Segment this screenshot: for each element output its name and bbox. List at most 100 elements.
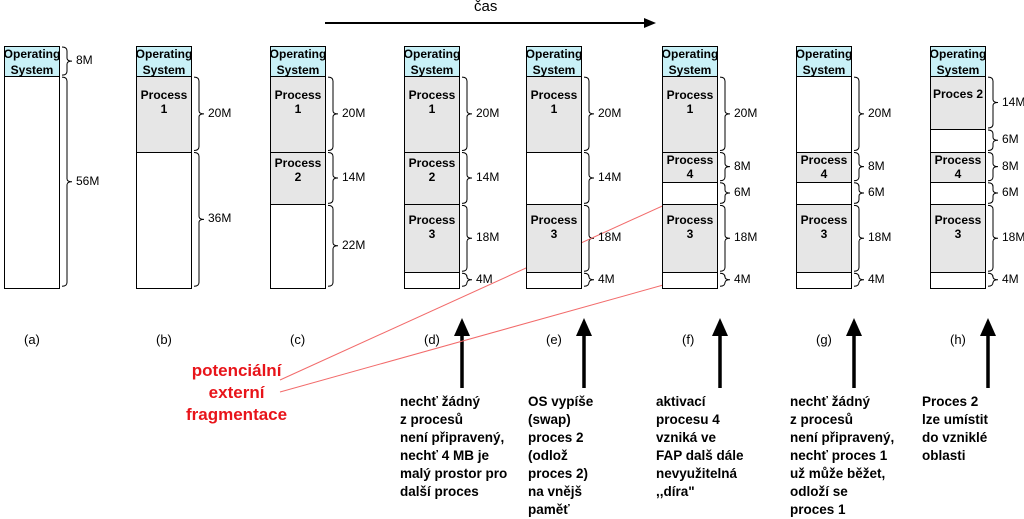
process-block: Process 1 <box>662 76 718 154</box>
block-label: Process 1 <box>530 87 578 116</box>
size-brace <box>987 152 999 182</box>
size-label: 4M <box>598 271 615 286</box>
size-label: 4M <box>476 271 493 286</box>
event-note-line: nechť proces 1 <box>790 448 888 463</box>
event-arrow-head <box>980 318 996 336</box>
process-block: Process 3 <box>404 204 460 274</box>
event-note-line: nechť 4 MB je <box>400 448 489 463</box>
size-brace <box>853 272 865 287</box>
process-block: Proces 2 <box>930 76 986 131</box>
size-label: 20M <box>598 105 622 120</box>
size-brace <box>853 182 865 204</box>
event-arrow-head <box>576 318 592 336</box>
block-label: Process 3 <box>666 213 714 241</box>
column-caption: (g) <box>816 332 832 347</box>
process-block: Process 1 <box>136 76 192 154</box>
size-brace <box>193 152 205 287</box>
event-note-line: vzniká ve <box>656 430 717 445</box>
process-block: Process 1 <box>526 76 582 154</box>
event-note-line: OS vypíše <box>528 394 594 409</box>
event-note-line: (swap) <box>528 412 571 427</box>
size-label: 18M <box>734 230 758 245</box>
block-label: Operating System <box>795 46 853 77</box>
event-note-line: do vzniklé <box>922 430 988 445</box>
size-brace <box>987 272 999 287</box>
os-block: Operating System <box>930 46 986 78</box>
size-label: 20M <box>476 105 500 120</box>
size-brace <box>583 76 595 152</box>
size-label: 18M <box>598 230 622 245</box>
size-label: 4M <box>868 271 885 286</box>
size-label: 8M <box>734 158 751 173</box>
block-label: Operating System <box>525 46 583 77</box>
event-note-line: další proces <box>400 484 479 499</box>
event-note-line: malý prostor pro <box>400 466 508 481</box>
event-arrow-head <box>712 318 728 336</box>
size-brace <box>987 129 999 152</box>
free-block <box>4 76 60 289</box>
free-block <box>930 181 986 206</box>
size-brace <box>719 76 731 152</box>
size-brace <box>719 204 731 272</box>
size-brace <box>193 76 205 152</box>
block-label: Operating System <box>269 46 327 77</box>
free-block <box>526 272 582 289</box>
column-caption: (b) <box>156 332 172 347</box>
block-label: Process 2 <box>274 155 322 184</box>
process-block: Process 2 <box>270 151 326 206</box>
fragmentation-label-line: potenciální <box>191 361 282 380</box>
size-label: 22M <box>342 237 366 252</box>
fragmentation-label-line: externí <box>208 383 265 402</box>
os-block: Operating System <box>136 46 192 78</box>
os-block: Operating System <box>662 46 718 78</box>
block-label: Process 4 <box>934 153 982 182</box>
event-note-line: na vnějš <box>528 484 583 499</box>
event-note-line: není připravený, <box>790 430 895 445</box>
size-brace <box>719 152 731 182</box>
size-label: 6M <box>1002 185 1019 200</box>
os-block: Operating System <box>404 46 460 78</box>
process-block: Process 4 <box>796 151 852 184</box>
free-block <box>526 151 582 206</box>
event-note-line: paměť <box>528 502 570 517</box>
size-label: 8M <box>868 158 885 173</box>
block-label: Operating System <box>929 46 987 77</box>
size-label: 56M <box>76 173 100 188</box>
block-label: Process 3 <box>934 213 982 241</box>
block-label: Process 4 <box>666 153 714 182</box>
time-arrow-head <box>644 18 656 28</box>
size-label: 14M <box>342 169 366 184</box>
column-caption: (h) <box>950 332 966 347</box>
free-block <box>270 204 326 289</box>
event-note-line: aktivací <box>656 394 706 409</box>
event-note-line: nevyužitelná <box>656 466 738 481</box>
size-label: 4M <box>1002 271 1019 286</box>
fragmentation-pointer-4m <box>279 279 683 393</box>
event-note-line: lze umístit <box>922 412 989 427</box>
column-caption: (f) <box>682 332 695 347</box>
column-caption: (d) <box>424 332 440 347</box>
process-block: Process 3 <box>796 204 852 274</box>
size-brace <box>583 152 595 204</box>
size-label: 36M <box>208 211 232 226</box>
process-block: Process 4 <box>662 151 718 184</box>
size-brace <box>987 182 999 204</box>
fragmentation-pointer-6m <box>279 196 683 381</box>
size-label: 18M <box>868 230 892 245</box>
free-block <box>662 272 718 289</box>
process-block: Process 3 <box>930 204 986 274</box>
size-label: 6M <box>868 185 885 200</box>
block-label: Process 1 <box>408 87 456 116</box>
event-arrow-head <box>846 318 862 336</box>
free-block <box>796 181 852 206</box>
event-note-line: proces 1 <box>790 502 846 517</box>
free-block <box>930 272 986 289</box>
size-brace <box>719 272 731 287</box>
event-note-line: Proces 2 <box>922 394 979 409</box>
